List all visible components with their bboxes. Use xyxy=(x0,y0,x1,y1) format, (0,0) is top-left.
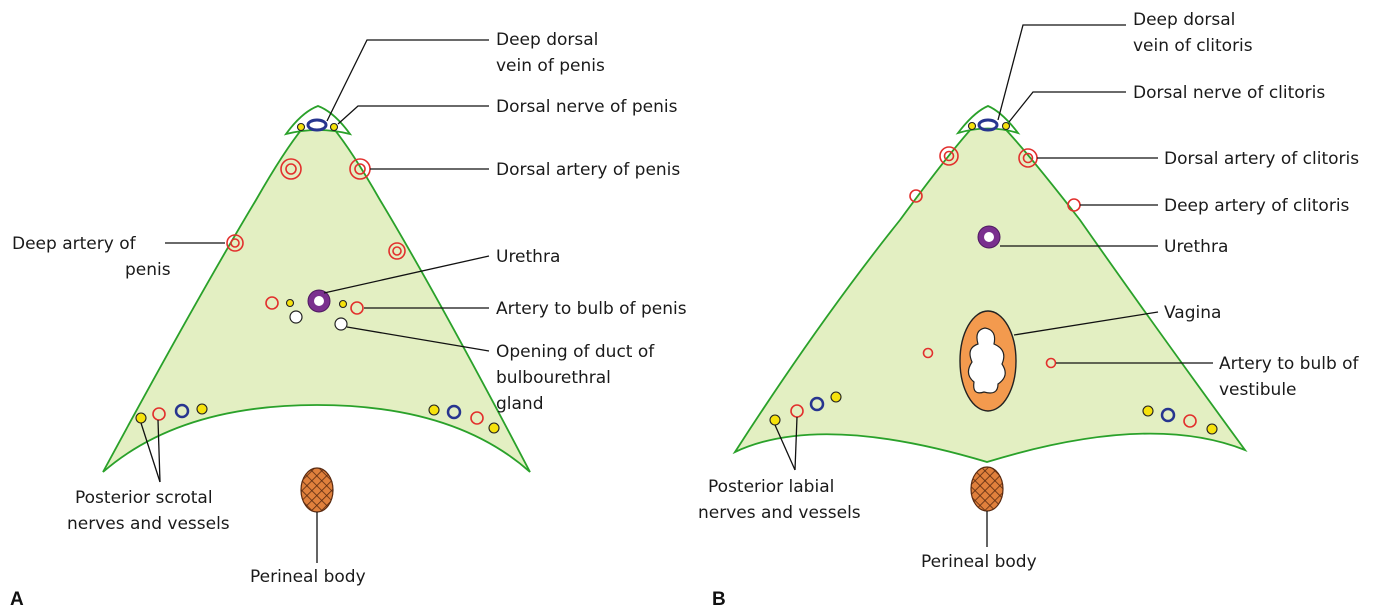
label-posterior-labial-1: Posterior labial xyxy=(708,477,834,497)
label-perineal-body-male: Perineal body xyxy=(250,567,366,587)
dorsal-nerve-right xyxy=(331,124,338,131)
labial-nerve-right-2 xyxy=(1207,424,1217,434)
label-artery-bulb-vestibule-1: Artery to bulb of xyxy=(1219,354,1360,374)
dorsal-nerve-left xyxy=(298,124,305,131)
label-duct-3: gland xyxy=(496,394,544,414)
label-deep-artery-clitoris: Deep artery of clitoris xyxy=(1164,196,1350,216)
label-deep-dorsal-vein-clitoris-1: Deep dorsal xyxy=(1133,10,1235,30)
scrotal-nerve-left xyxy=(136,413,146,423)
perineal-body-male xyxy=(301,468,333,512)
bulbourethral-duct-right xyxy=(335,318,347,330)
label-posterior-scrotal-1: Posterior scrotal xyxy=(75,488,213,508)
bulb-nerve-left xyxy=(287,300,294,307)
label-artery-bulb-vestibule-2: vestibule xyxy=(1219,380,1297,400)
label-deep-dorsal-vein-1: Deep dorsal xyxy=(496,30,598,50)
label-urethra-female: Urethra xyxy=(1164,237,1228,257)
dorsal-nerve-clitoris-left xyxy=(969,123,976,130)
perineal-body-female xyxy=(971,467,1003,511)
label-dorsal-artery-clitoris: Dorsal artery of clitoris xyxy=(1164,149,1359,169)
label-artery-bulb-penis: Artery to bulb of penis xyxy=(496,299,687,319)
label-posterior-scrotal-2: nerves and vessels xyxy=(67,514,230,534)
bulb-nerve-right xyxy=(340,301,347,308)
label-posterior-labial-2: nerves and vessels xyxy=(698,503,861,523)
label-deep-dorsal-vein-clitoris-2: vein of clitoris xyxy=(1133,36,1253,56)
label-duct-2: bulbourethral xyxy=(496,368,611,388)
labial-nerve-left-2 xyxy=(831,392,841,402)
panel-b: Deep dorsal vein of clitoris Dorsal nerv… xyxy=(698,10,1360,610)
scrotal-nerve-right-2 xyxy=(489,423,499,433)
labial-nerve-left xyxy=(770,415,780,425)
label-perineal-body-female: Perineal body xyxy=(921,552,1037,572)
labial-nerve-right xyxy=(1143,406,1153,416)
label-deep-dorsal-vein-2: vein of penis xyxy=(496,56,605,76)
label-deep-artery-1: Deep artery of xyxy=(12,234,137,254)
dorsal-nerve-clitoris-right xyxy=(1003,123,1010,130)
bulbourethral-duct-left xyxy=(290,311,302,323)
panel-a: Deep dorsal vein of penis Dorsal nerve o… xyxy=(10,30,687,610)
scrotal-nerve-right xyxy=(429,405,439,415)
panel-letter-b: B xyxy=(712,589,726,610)
urethra-female-lumen xyxy=(984,232,994,242)
label-duct-1: Opening of duct of xyxy=(496,342,655,362)
urethra-lumen xyxy=(314,296,324,306)
label-dorsal-artery: Dorsal artery of penis xyxy=(496,160,680,180)
label-urethra-male: Urethra xyxy=(496,247,560,267)
panel-letter-a: A xyxy=(10,589,24,610)
scrotal-nerve-left-2 xyxy=(197,404,207,414)
label-vagina: Vagina xyxy=(1164,303,1221,323)
label-dorsal-nerve: Dorsal nerve of penis xyxy=(496,97,678,117)
deep-artery-clitoris-right xyxy=(1068,199,1080,211)
label-deep-artery-2: penis xyxy=(125,260,171,280)
label-dorsal-nerve-clitoris: Dorsal nerve of clitoris xyxy=(1133,83,1325,103)
